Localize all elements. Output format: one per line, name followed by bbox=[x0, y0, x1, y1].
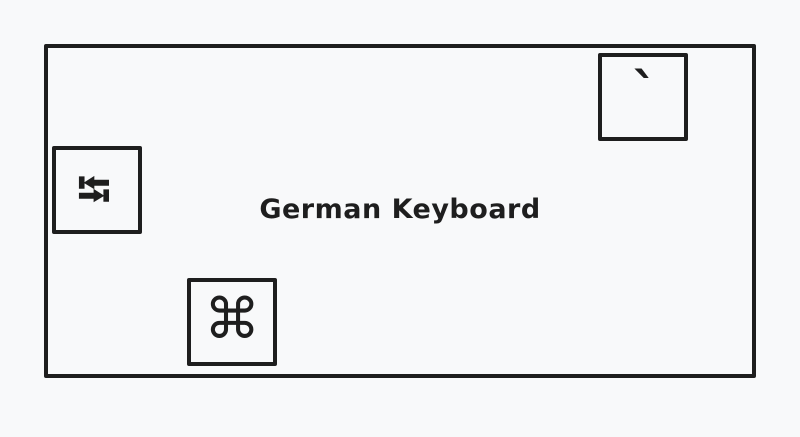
backtick-icon: ` bbox=[632, 63, 658, 123]
tab-arrows-icon: ⭾ bbox=[77, 165, 111, 216]
command-icon: ⌘ bbox=[204, 287, 260, 352]
command-key[interactable]: ⌘ bbox=[187, 278, 277, 366]
keyboard-outline bbox=[44, 44, 756, 378]
backtick-key[interactable]: ` bbox=[598, 53, 688, 141]
diagram-title: German Keyboard bbox=[259, 194, 541, 225]
tab-key[interactable]: ⭾ bbox=[52, 146, 142, 234]
